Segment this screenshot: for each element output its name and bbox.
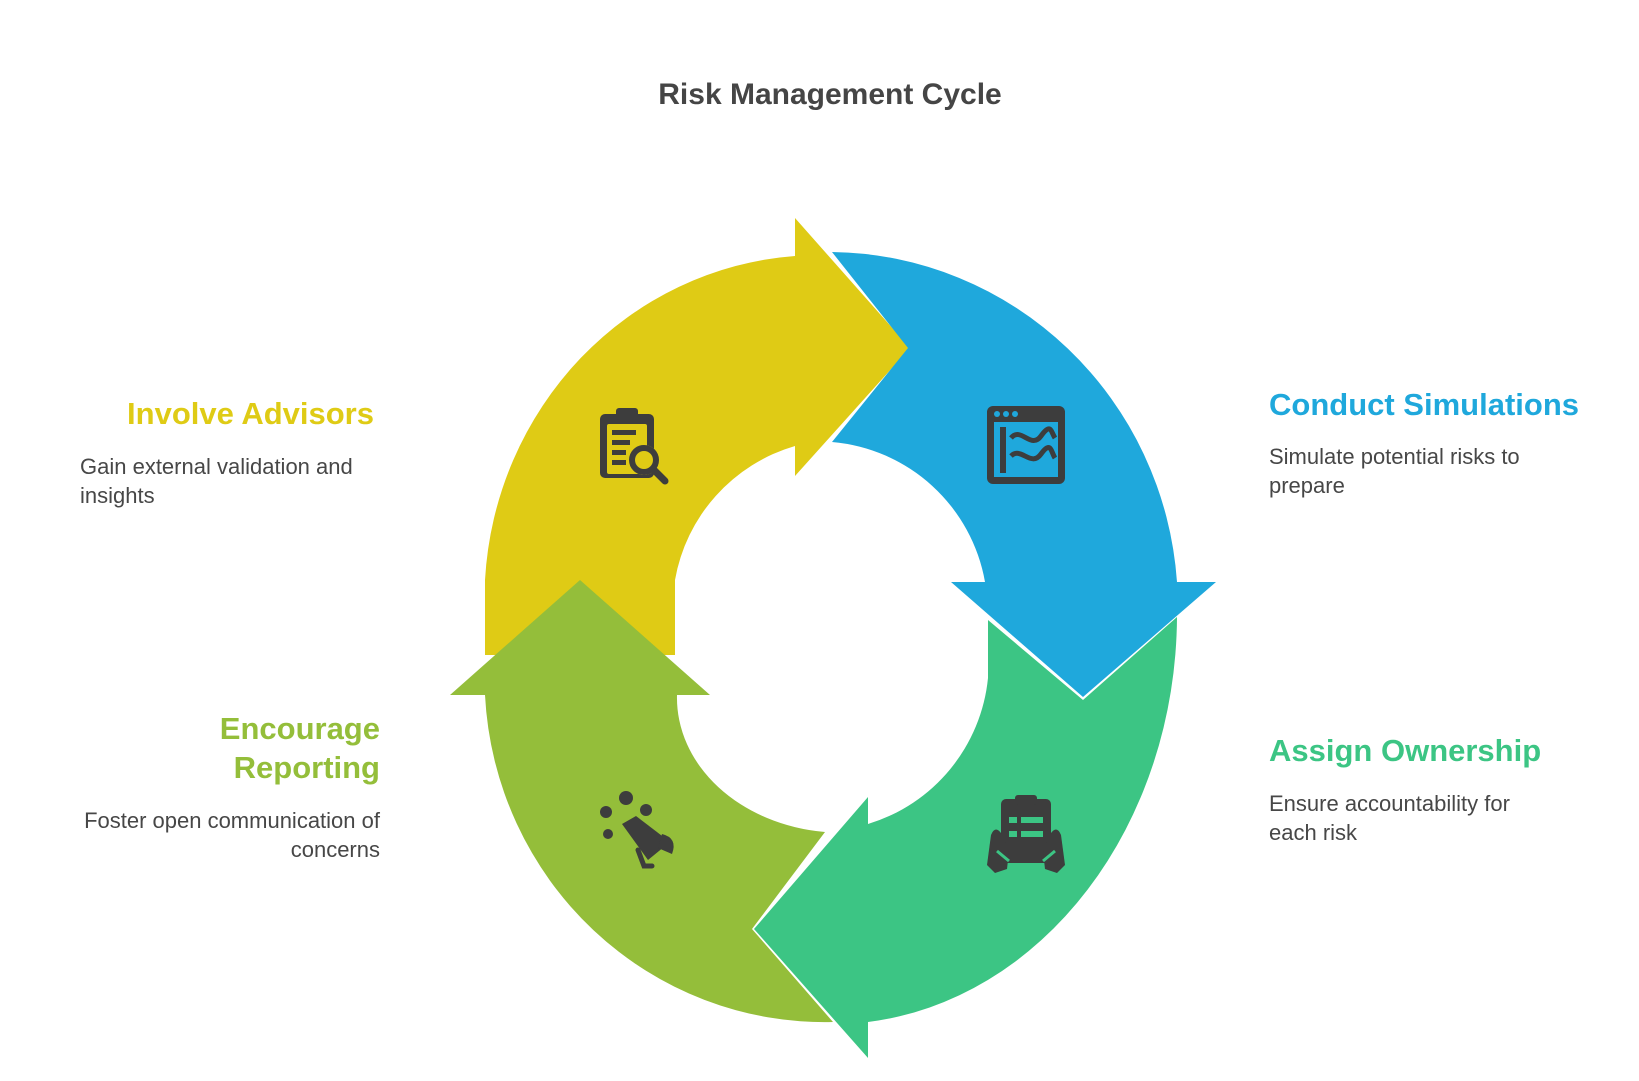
step-description-conduct-simulations: Simulate potential risks to prepare [1269, 444, 1520, 498]
diagram-title: Risk Management Cycle [658, 78, 1002, 111]
clipboard-search-icon [600, 408, 669, 485]
megaphone-people-icon [600, 791, 674, 869]
step-heading-assign-ownership: Assign Ownership [1269, 733, 1542, 768]
step-description-involve-advisors: Gain external validation and insights [80, 454, 353, 508]
step-heading-conduct-simulations: Conduct Simulations [1269, 387, 1579, 422]
step-heading-involve-advisors: Involve Advisors [127, 396, 374, 431]
step-heading-encourage-reporting: Encourage Reporting [219, 711, 380, 785]
simulation-window-icon [987, 406, 1065, 484]
clipboard-hands-icon [987, 795, 1065, 873]
arrow-involve-advisors [485, 218, 910, 655]
arrow-assign-ownership [754, 617, 1177, 1058]
arrow-encourage-reporting [450, 580, 833, 1023]
step-description-assign-ownership: Ensure accountability for each risk [1269, 791, 1510, 845]
step-description-encourage-reporting: Foster open communication of concerns [84, 808, 380, 862]
